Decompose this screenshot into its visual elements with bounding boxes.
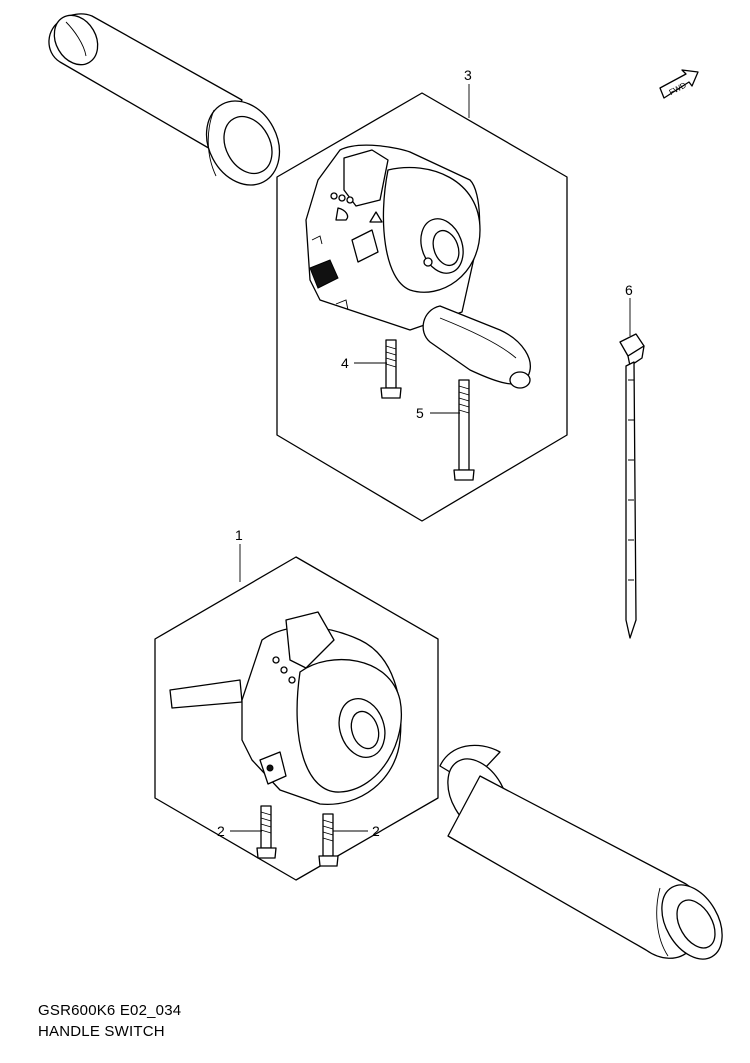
right-handle-switch	[305, 144, 531, 389]
callout-2-right: 2	[372, 823, 380, 839]
left-switch-assembly-frame	[154, 556, 439, 881]
callout-3: 3	[464, 67, 472, 83]
cable-tie	[619, 333, 645, 639]
right-switch-assembly-frame	[276, 92, 568, 522]
screw-2-right	[318, 813, 339, 867]
callout-1: 1	[235, 527, 243, 543]
right-grip	[439, 744, 723, 960]
left-grip	[48, 13, 281, 186]
screw-2-left	[256, 805, 277, 859]
callout-6: 6	[625, 282, 633, 298]
callout-2-left: 2	[217, 823, 225, 839]
diagram-code: GSR600K6 E02_034	[38, 1002, 182, 1019]
diagram-title: HANDLE SWITCH	[38, 1023, 165, 1040]
screw-5	[453, 379, 475, 481]
fwd-arrow-icon: FWD	[659, 69, 699, 99]
callout-4: 4	[341, 355, 349, 371]
callout-5: 5	[416, 405, 424, 421]
screw-4	[380, 339, 402, 399]
left-handle-switch	[169, 611, 402, 805]
